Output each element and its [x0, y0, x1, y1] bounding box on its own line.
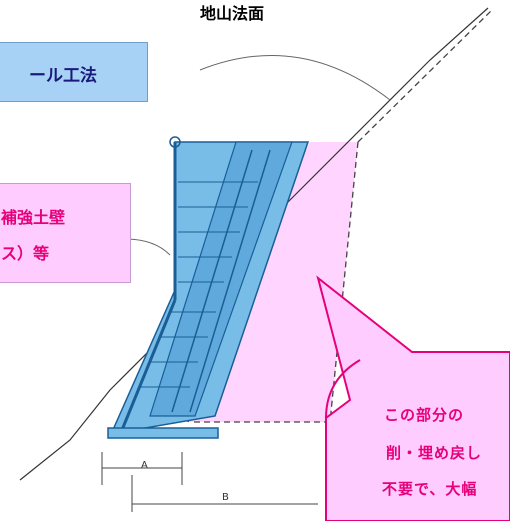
dimension-b-label: B — [222, 492, 229, 503]
pink-label-line1: 補強土壁 — [1, 208, 66, 227]
pink-label-box: 補強土壁 ス）等 — [0, 183, 131, 283]
blue-label-box: ール工法 — [0, 42, 148, 102]
callout-line1: この部分の — [384, 406, 465, 424]
callout-line3: 不要で、大幅 — [382, 480, 478, 498]
blue-label-text: ール工法 — [29, 66, 97, 86]
page-title: 地山法面 — [200, 4, 265, 23]
dimension-lines — [101, 452, 318, 512]
blue-wall — [107, 136, 310, 439]
callout-bubble — [316, 275, 510, 521]
pink-label-line2: ス）等 — [1, 244, 50, 263]
callout-line2: 削・埋め戻し — [386, 444, 483, 462]
dimension-a-label: A — [141, 460, 148, 471]
